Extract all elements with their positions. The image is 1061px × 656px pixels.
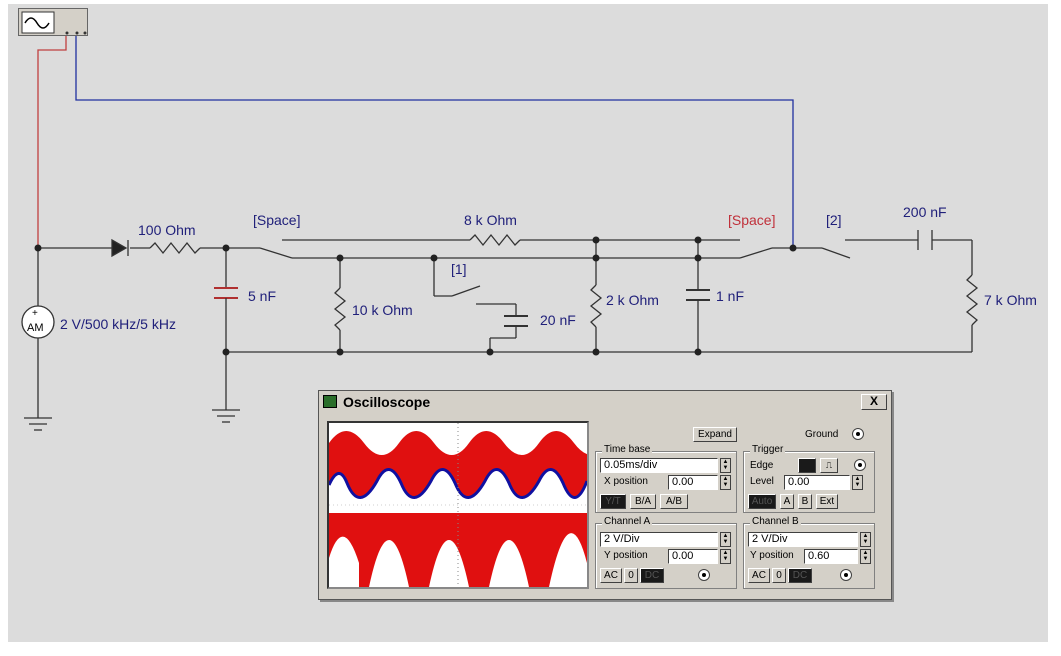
channel-b-ac-button[interactable]: AC [748,568,770,583]
channel-b-ypos-spinner[interactable]: ▲▼ [860,549,871,564]
channel-a-scale-spinner[interactable]: ▲▼ [720,532,731,547]
channel-b-scale-spinner[interactable]: ▲▼ [860,532,871,547]
trigger-group: Trigger Edge ⎍ Level 0.00 ▲▼ Auto A B Ex… [743,444,875,513]
label-switch-space-2: [Space] [728,212,776,228]
ground-terminal[interactable] [852,428,864,440]
label-switch-1: [1] [451,261,467,277]
edge-label: Edge [750,460,774,471]
label-200nF: 200 nF [903,204,947,220]
label-2k-ohm: 2 k Ohm [606,292,659,308]
channel-a-zero-button[interactable]: 0 [624,568,638,583]
level-spinner[interactable]: ▲▼ [852,475,863,490]
xpos-label: X position [604,476,648,487]
channel-b-terminal[interactable] [840,569,852,581]
xpos-field[interactable]: 0.00 [668,475,718,490]
channel-a-ac-button[interactable]: AC [600,568,622,583]
timebase-field[interactable]: 0.05ms/div [600,458,718,473]
ba-mode-button[interactable]: B/A [630,494,656,509]
channel-a-scale-field[interactable]: 2 V/Div [600,532,718,547]
label-5nF: 5 nF [248,288,277,304]
channel-a-group: Channel A 2 V/Div ▲▼ Y position 0.00 ▲▼ … [595,516,737,589]
oscilloscope-titlebar[interactable]: Oscilloscope X [321,393,889,411]
label-switch-2: [2] [826,212,842,228]
source-am-symbol: AM [27,322,44,334]
oscilloscope-app-icon [323,395,337,408]
source-plus-sign: + [32,308,38,319]
label-100-ohm: 100 Ohm [138,222,196,238]
channel-a-ypos-spinner[interactable]: ▲▼ [720,549,731,564]
trigger-terminal[interactable] [854,459,866,471]
channel-a-terminal[interactable] [698,569,710,581]
trigger-a-button[interactable]: A [780,494,794,509]
channel-a-ypos-field[interactable]: 0.00 [668,549,718,564]
timebase-label: Time base [602,444,653,455]
channel-b-ypos-field[interactable]: 0.60 [804,549,858,564]
oscilloscope-instrument-icon[interactable] [18,8,88,36]
channel-b-dc-button[interactable]: DC [788,568,812,583]
waveform-display [329,423,587,587]
timebase-spinner[interactable]: ▲▼ [720,458,731,473]
label-am-source: 2 V/500 kHz/5 kHz [60,316,176,332]
trigger-label: Trigger [750,444,786,455]
channel-b-zero-button[interactable]: 0 [772,568,786,583]
oscilloscope-window: Oscilloscope X Expand Ground Time [318,390,892,600]
auto-trigger-button[interactable]: Auto [748,494,776,509]
label-8k-ohm: 8 k Ohm [464,212,517,228]
label-20nF: 20 nF [540,312,576,328]
yt-mode-button[interactable]: Y/T [600,494,626,509]
ab-mode-button[interactable]: A/B [660,494,688,509]
label-10k-ohm: 10 k Ohm [352,302,413,318]
level-field[interactable]: 0.00 [784,475,850,490]
channel-a-label: Channel A [602,516,653,527]
channel-a-ypos-label: Y position [604,550,648,561]
label-1nF: 1 nF [716,288,745,304]
channel-b-group: Channel B 2 V/Div ▲▼ Y position 0.60 ▲▼ … [743,516,875,589]
trigger-ext-button[interactable]: Ext [816,494,838,509]
oscilloscope-screen [327,421,589,589]
channel-b-scale-field[interactable]: 2 V/Div [748,532,858,547]
ground-label: Ground [805,429,839,440]
channel-a-dc-button[interactable]: DC [640,568,664,583]
channel-b-label: Channel B [750,516,801,527]
close-button[interactable]: X [861,394,887,410]
channel-b-ypos-label: Y position [750,550,794,561]
falling-edge-button[interactable]: ⎍ [820,458,838,473]
rising-edge-button[interactable] [798,458,816,473]
oscilloscope-title: Oscilloscope [343,394,431,410]
label-switch-space-1: [Space] [253,212,301,228]
trigger-b-button[interactable]: B [798,494,812,509]
expand-button[interactable]: Expand [693,427,737,442]
level-label: Level [750,476,774,487]
xpos-spinner[interactable]: ▲▼ [720,475,731,490]
timebase-group: Time base 0.05ms/div ▲▼ X position 0.00 … [595,444,737,513]
label-7k-ohm: 7 k Ohm [984,292,1037,308]
